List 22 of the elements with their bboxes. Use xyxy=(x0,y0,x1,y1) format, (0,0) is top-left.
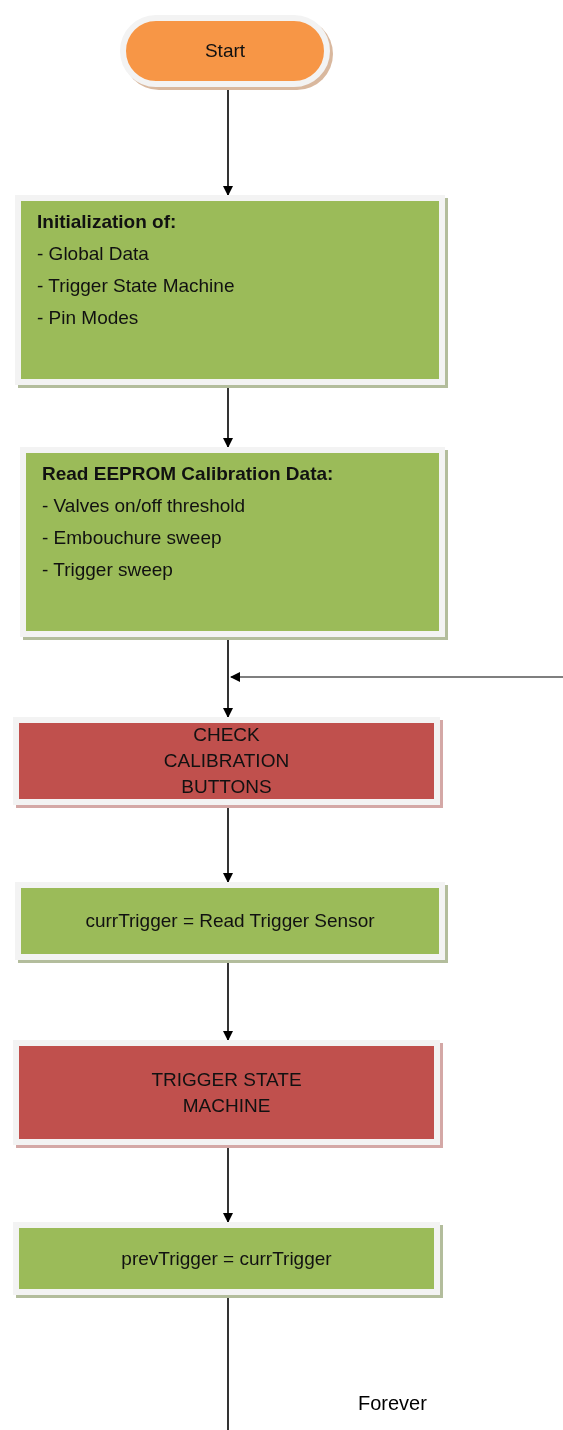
process-box xyxy=(13,1222,440,1295)
box-text: currTrigger = Read Trigger Sensor xyxy=(85,909,375,933)
list-item: - Trigger sweep xyxy=(42,558,174,582)
box-text: TRIGGER STATE MACHINE xyxy=(150,1067,303,1118)
arrow xyxy=(230,672,563,682)
list-item: - Valves on/off threshold xyxy=(42,494,247,518)
process-box xyxy=(15,882,445,960)
box-text: Start xyxy=(204,39,246,63)
module-box xyxy=(13,1040,440,1145)
list-item: - Global Data xyxy=(37,242,150,266)
box-text: prevTrigger = currTrigger xyxy=(121,1246,332,1271)
process-box xyxy=(15,195,445,385)
module-box xyxy=(13,717,440,805)
start-terminal xyxy=(120,15,330,87)
list-item: - Embouchure sweep xyxy=(42,526,223,550)
loop-note: Forever xyxy=(358,1391,427,1416)
process-box xyxy=(20,447,445,637)
list-item: - Pin Modes xyxy=(37,306,140,330)
box-text: CHECK CALIBRATION BUTTONS xyxy=(162,723,291,799)
box-heading: Initialization of: xyxy=(37,210,178,234)
box-heading: Read EEPROM Calibration Data: xyxy=(42,462,335,486)
list-item: - Trigger State Machine xyxy=(37,274,236,298)
